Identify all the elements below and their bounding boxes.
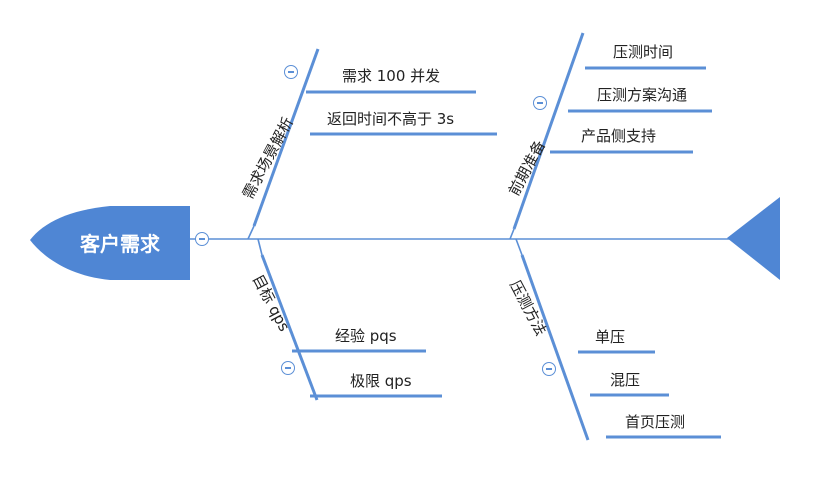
item-2-3[interactable]: 产品侧支持 xyxy=(581,127,657,145)
branch-bone-1 xyxy=(252,48,320,227)
collapse-branch-3-icon[interactable] xyxy=(281,361,295,375)
tail-shape xyxy=(727,197,780,280)
collapse-branch-2-icon[interactable] xyxy=(533,96,547,110)
collapse-branch-4-icon[interactable] xyxy=(542,362,556,376)
collapse-branch-1-icon[interactable] xyxy=(284,65,298,79)
branch-bone-1-tail xyxy=(247,225,255,240)
branch-bone-4 xyxy=(520,254,590,441)
branch-bone-3 xyxy=(260,254,319,401)
head-label: 客户需求 xyxy=(80,232,160,256)
branch-bone-2-tail xyxy=(509,228,515,240)
branch-bone-3-tail xyxy=(257,238,263,256)
item-1-1[interactable]: 需求 100 并发 xyxy=(342,67,441,85)
head-shape xyxy=(30,206,190,280)
item-2-2[interactable]: 压测方案沟通 xyxy=(597,86,688,104)
branch-bone-4-tail xyxy=(515,238,523,256)
item-4-1[interactable]: 单压 xyxy=(595,328,626,346)
branch-bone-2 xyxy=(512,32,585,230)
item-3-2[interactable]: 极限 qps xyxy=(350,372,412,390)
collapse-head-icon[interactable] xyxy=(195,232,209,246)
item-4-2[interactable]: 混压 xyxy=(610,371,641,389)
item-4-3[interactable]: 首页压测 xyxy=(625,413,686,431)
item-3-1[interactable]: 经验 pqs xyxy=(335,327,397,345)
item-2-1[interactable]: 压测时间 xyxy=(613,43,674,61)
item-1-2[interactable]: 返回时间不高于 3s xyxy=(327,110,455,128)
